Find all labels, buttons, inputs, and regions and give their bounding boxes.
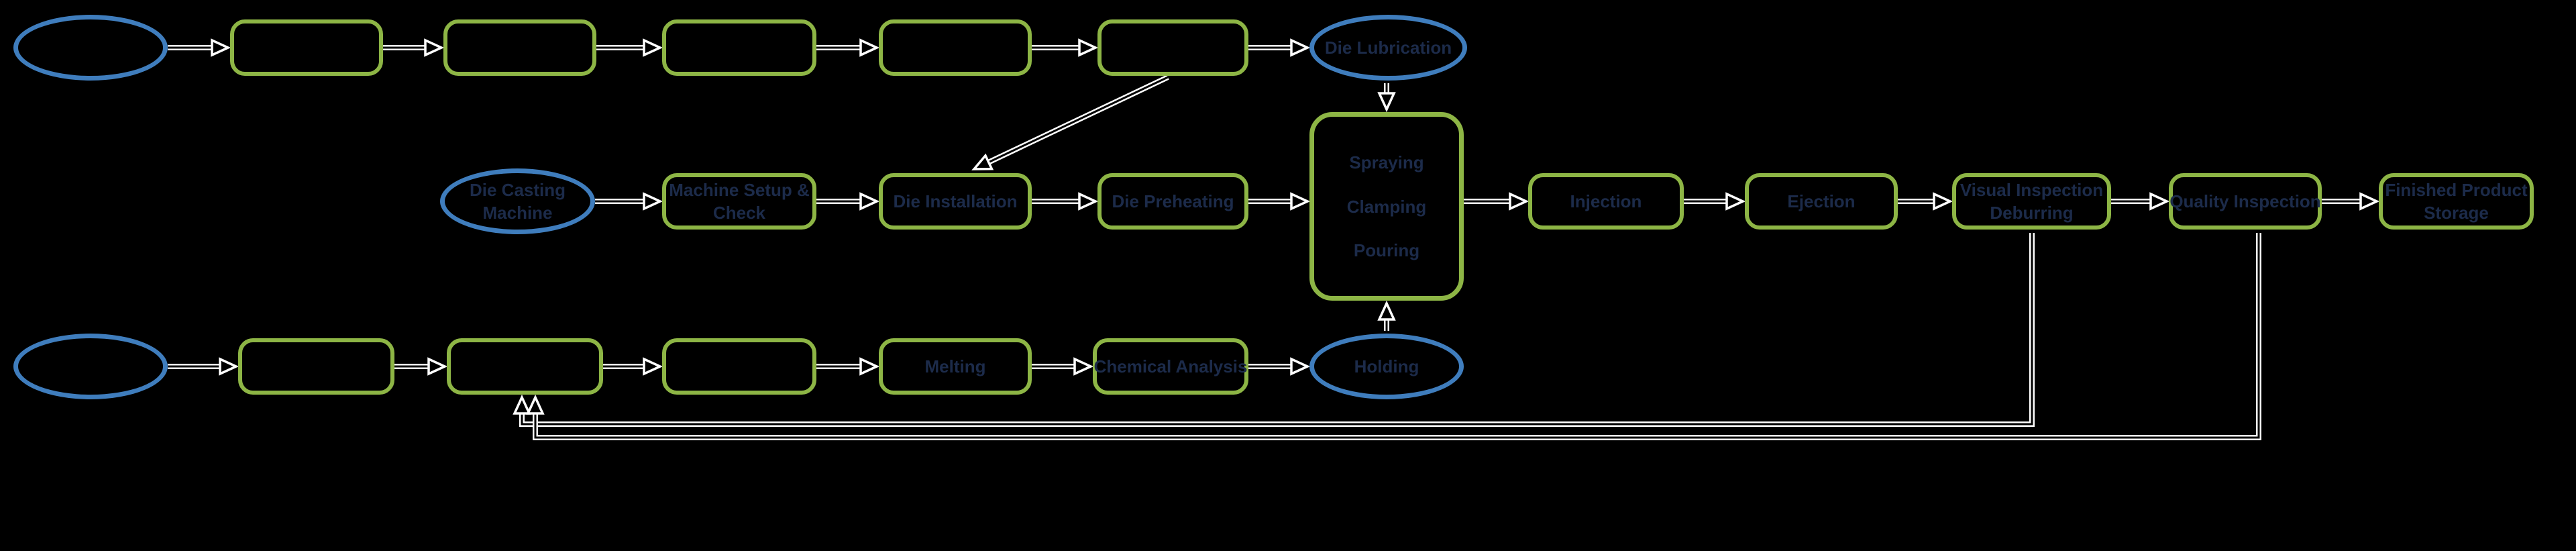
node-label: Deburring [1990,203,2074,223]
node-process-top-4 [879,19,1032,76]
connector-mid-7 [1898,192,1953,211]
connector-bot-4 [816,357,880,376]
node-label: Melting [924,356,986,377]
connector-mid-2 [816,192,880,211]
node-terminal-top [13,15,168,81]
node-chemical-analysis: Chemical Analysis [1093,338,1248,395]
connector-top5-to-die-installation [971,74,1169,170]
connector-mid-9 [2322,192,2380,211]
node-label: Die Preheating [1112,191,1234,211]
connector-bot-2 [394,357,448,376]
node-quality-inspection: Quality Inspection [2169,173,2322,230]
node-injection: Injection [1528,173,1684,230]
node-label: Ejection [1787,191,1856,211]
connector-mid-4 [1248,192,1311,211]
node-process-bottom-1 [238,338,394,395]
connector-bot-5 [1032,357,1094,376]
node-machine-setup-check: Machine Setup & Check [662,173,816,230]
node-label: Spraying [1349,152,1424,173]
connector-bot-1 [168,357,239,376]
connector-mid-5 [1464,192,1529,211]
node-label: Storage [2424,203,2489,223]
node-label: Machine [482,203,553,223]
node-die-installation: Die Installation [879,173,1032,230]
node-label: Check [712,203,766,223]
node-label: Pouring [1353,240,1420,260]
node-process-bottom-2 [447,338,603,395]
node-process-top-3 [662,19,816,76]
node-label: Die Installation [893,191,1018,211]
node-label: Finished Product [2385,180,2528,200]
connector-top-5 [1032,38,1099,57]
node-label: Machine Setup & [669,180,810,200]
node-holding: Holding [1309,334,1464,399]
node-ejection: Ejection [1745,173,1898,230]
node-label: Holding [1354,356,1419,377]
node-process-top-1 [230,19,383,76]
node-label: Die Casting [469,180,566,200]
node-terminal-bottom [13,334,168,399]
connector-mid-3 [1032,192,1099,211]
node-process-top-5 [1097,19,1248,76]
node-label: Clamping [1346,196,1427,217]
connector-top-2 [383,38,445,57]
connector-top-4 [816,38,880,57]
connector-bot-3 [603,357,663,376]
connector-mid-8 [2111,192,2170,211]
connector-top-3 [596,38,663,57]
node-label: Quality Inspection [2169,191,2321,211]
connector-die-lubrication-to-stage [1377,83,1396,113]
connector-visual-inspection-feedback [513,233,2035,427]
connector-mid-6 [1684,192,1746,211]
node-die-lubrication: Die Lubrication [1309,15,1467,81]
node-process-bottom-3 [662,338,816,395]
node-label: Visual Inspection [1960,180,2104,200]
node-process-top-2 [443,19,596,76]
connector-top-6 [1248,38,1311,57]
node-melting: Melting [879,338,1032,395]
node-label: Chemical Analysis [1093,356,1248,377]
node-die-preheating: Die Preheating [1097,173,1248,230]
connector-top-1 [168,38,231,57]
connector-holding-to-stage [1377,300,1396,331]
connector-mid-1 [595,192,663,211]
node-label: Die Lubrication [1324,38,1452,58]
node-label: Injection [1570,191,1642,211]
connector-bot-6 [1248,357,1311,376]
